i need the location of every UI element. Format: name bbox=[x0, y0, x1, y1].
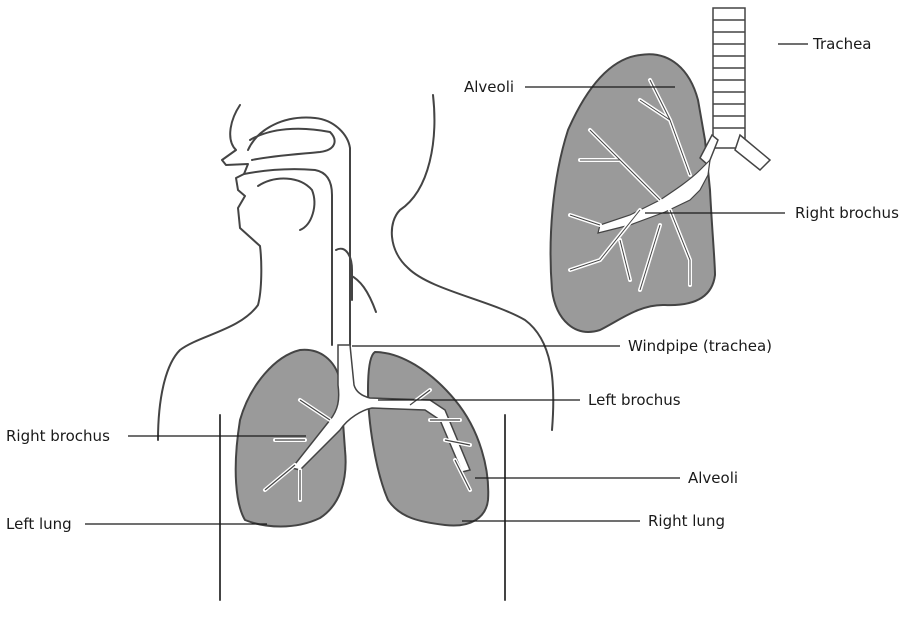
label-right-brochus-top: Right brochus bbox=[795, 204, 899, 222]
tongue bbox=[258, 179, 314, 230]
palate bbox=[250, 129, 335, 160]
label-windpipe: Windpipe (trachea) bbox=[628, 337, 772, 355]
nasal-cavity bbox=[248, 118, 350, 345]
label-right-brochus-left: Right brochus bbox=[6, 427, 110, 445]
label-left-brochus: Left brochus bbox=[588, 391, 681, 409]
label-trachea: Trachea bbox=[813, 35, 872, 53]
mouth-cavity bbox=[244, 169, 332, 345]
head-profile bbox=[158, 105, 261, 440]
label-alveoli-top: Alveoli bbox=[464, 78, 514, 96]
esophagus bbox=[350, 275, 376, 312]
detail-lung bbox=[551, 8, 770, 332]
label-right-lung: Right lung bbox=[648, 512, 725, 530]
label-alveoli-right: Alveoli bbox=[688, 469, 738, 487]
label-left-lung: Left lung bbox=[6, 515, 72, 533]
right-lung-shape bbox=[368, 352, 488, 526]
detail-trachea bbox=[700, 8, 770, 170]
